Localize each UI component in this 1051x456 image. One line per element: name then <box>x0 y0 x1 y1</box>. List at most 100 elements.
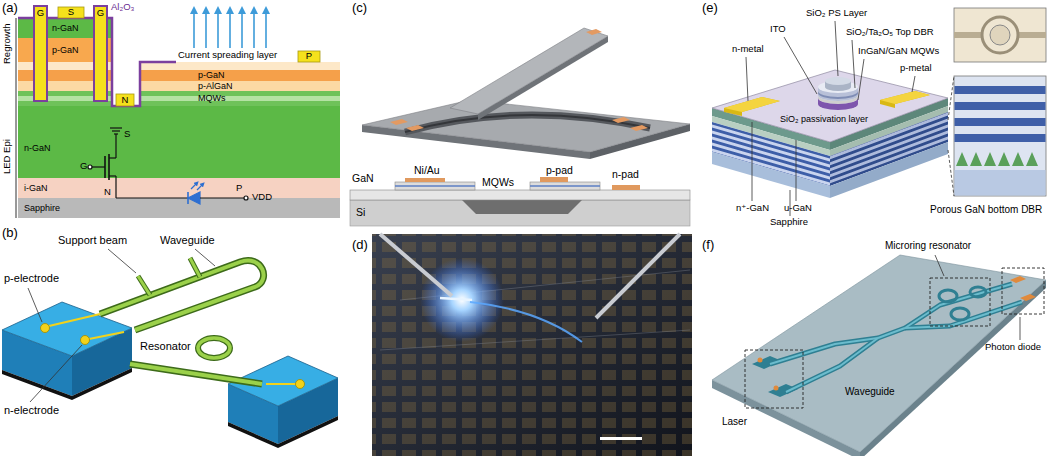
circuit-symbol <box>115 176 116 198</box>
circuit-symbol <box>187 192 189 204</box>
callout-label: Sapphire <box>770 217 808 228</box>
terminal-label: P <box>236 183 242 194</box>
suspended-waveguide-device <box>2 368 132 400</box>
led-cross-section <box>94 6 107 101</box>
device-cross-section <box>350 190 690 200</box>
callout-label: n-metal <box>732 44 764 55</box>
node-text: Sapphire <box>24 203 60 213</box>
emission-arrows <box>194 10 266 48</box>
device-photo <box>372 234 692 456</box>
led-cross-section <box>16 62 17 218</box>
leader-line <box>28 288 42 322</box>
suspended-waveguide-device <box>89 332 124 339</box>
panel-label: (f) <box>702 238 714 253</box>
emission-arrows <box>217 10 219 48</box>
circuit-symbol <box>115 134 116 158</box>
electrode-pad: P <box>298 51 320 62</box>
led-cross-section <box>140 70 340 81</box>
device-cross-section <box>350 177 690 226</box>
panel-label: (d) <box>352 238 368 253</box>
callout-label: InGaN/GaN MQWs <box>858 46 939 57</box>
vcsel-device <box>948 150 954 196</box>
photonic-chip <box>745 268 1044 408</box>
photonic-chip <box>786 338 878 392</box>
callout-label: u-GaN <box>784 203 812 214</box>
photonic-chip <box>774 386 779 391</box>
callout-label: Support beam <box>58 234 127 247</box>
led-cross-section <box>16 6 340 218</box>
suspended-waveguide-device <box>198 338 230 358</box>
electrode-pad: G <box>94 6 107 20</box>
emission-arrows <box>229 10 231 48</box>
leader-line <box>752 122 753 201</box>
callout-label: SiO₂ PS Layer <box>806 8 867 19</box>
led-cross-section <box>34 6 47 101</box>
node-text: i-GaN <box>24 183 48 193</box>
photonic-chip <box>970 287 986 297</box>
vcsel-device <box>830 142 948 198</box>
photonic-chip <box>905 302 1022 328</box>
led-cross-section <box>140 101 340 106</box>
leader-line <box>858 59 864 100</box>
device-cross-section <box>530 182 600 190</box>
leader-line <box>195 249 215 266</box>
terminal-label: N <box>104 187 111 198</box>
device-photo <box>596 234 680 318</box>
circuit-symbol <box>244 196 248 200</box>
cantilever-device <box>406 125 424 131</box>
material-label: Al₂O₃ <box>111 2 134 13</box>
terminal-label: G <box>80 161 87 172</box>
circuit-symbol <box>110 127 122 128</box>
led-cross-section <box>18 198 340 218</box>
node-text: n-GaN <box>24 143 51 153</box>
suspended-waveguide-device <box>130 364 262 384</box>
emission-arrows <box>193 10 195 48</box>
photonic-chip <box>770 284 1022 392</box>
callout-label: Porous GaN bottom DBR <box>930 204 1042 216</box>
circuit-symbol <box>92 166 105 167</box>
suspended-waveguide-device <box>138 276 150 295</box>
region-label: LED Epi <box>2 139 13 174</box>
device-photo <box>380 330 690 350</box>
vcsel-device <box>880 91 930 104</box>
callout-label: Laser <box>722 416 747 428</box>
panel-label: (e) <box>702 1 718 16</box>
led-cross-section <box>18 106 340 178</box>
circuit-symbol <box>88 128 248 204</box>
callout-label: Waveguide <box>845 386 895 398</box>
device-photo <box>470 302 582 342</box>
device-photo <box>372 234 692 456</box>
node-text: p-GaN <box>52 45 79 55</box>
led-cross-section <box>18 178 340 198</box>
layer-label: Si <box>356 206 365 218</box>
callout-label: Waveguide <box>160 234 215 247</box>
device-photo <box>372 234 692 456</box>
callout-label: Resonator <box>140 340 191 353</box>
photonic-chip <box>1010 276 1026 283</box>
cantilever-device <box>478 36 608 120</box>
suspended-waveguide-device <box>41 324 50 333</box>
photonic-chip <box>745 350 803 408</box>
cantilever-device <box>612 117 630 123</box>
device-cross-section <box>612 185 640 190</box>
callout-label: n-electrode <box>4 404 59 417</box>
node-text: G <box>97 8 104 19</box>
suspended-waveguide-device <box>130 364 262 384</box>
electrode-pad: G <box>34 6 47 20</box>
cantilever-device <box>586 29 602 35</box>
leader-line <box>784 37 817 94</box>
vcsel-device <box>955 170 1046 196</box>
vcsel-device <box>956 152 1038 166</box>
node-text: n-GaN <box>52 23 79 33</box>
node-text: P <box>306 51 312 62</box>
node-text: N <box>122 95 129 106</box>
suspended-waveguide-device <box>100 260 264 330</box>
circuit-symbol <box>197 184 203 190</box>
led-cross-section <box>140 96 340 101</box>
callout-label: Microring resonator <box>885 240 971 252</box>
photonic-chip <box>786 338 878 392</box>
node-text: S <box>68 7 74 18</box>
layer-label: GaN <box>352 172 374 184</box>
photonic-chip <box>930 278 990 326</box>
panel-label: (b) <box>2 226 18 241</box>
